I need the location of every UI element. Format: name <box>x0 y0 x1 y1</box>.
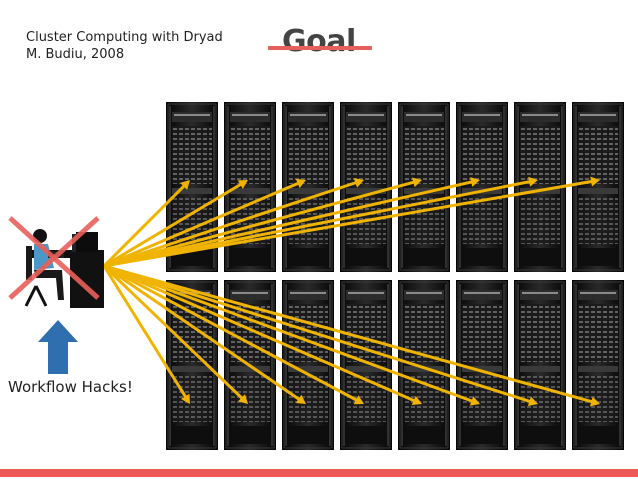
fanout-arrow-line <box>103 179 593 268</box>
fanout-arrow-line <box>102 265 188 399</box>
fanout-arrow-head <box>295 178 306 189</box>
fanout-arrow-head <box>469 396 480 406</box>
fanout-arrow-line <box>103 264 358 402</box>
fanout-arrow-head <box>470 177 480 187</box>
title-strikethrough <box>268 46 372 50</box>
fanout-arrow-head <box>238 394 248 404</box>
fanout-arrow-line <box>103 180 473 268</box>
fanout-arrow-head <box>590 176 600 187</box>
fanout-arrow-head <box>180 393 190 404</box>
server-rack-icon <box>513 279 567 451</box>
fanout-arrow-head <box>353 395 364 405</box>
fanout-arrow-head <box>527 396 538 407</box>
fanout-arrow-line <box>102 184 186 268</box>
fanout-arrow-line <box>103 264 593 404</box>
red-x-icon <box>8 216 100 300</box>
credit-title: Cluster Computing with Dryad <box>26 30 223 45</box>
fanout-arrow-line <box>103 181 300 268</box>
fanout-arrow-head <box>295 394 306 404</box>
fanout-arrow-line <box>103 180 415 268</box>
fanout-arrow-head <box>237 180 248 189</box>
fanout-arrow-line <box>103 264 474 403</box>
bottom-accent-bar <box>0 469 638 477</box>
fanout-arrow-head <box>411 395 422 406</box>
server-rack-icon <box>223 101 277 273</box>
server-rack-icon <box>397 279 451 451</box>
fanout-arrow-line <box>103 182 242 268</box>
fanout-arrow-head <box>180 180 190 190</box>
fanout-arrow-head <box>589 396 600 407</box>
fanout-arrow-line <box>102 264 244 400</box>
server-rack-row-2 <box>165 279 625 451</box>
slide-title: Goal <box>282 24 356 59</box>
fanout-arrow-line <box>103 181 357 268</box>
server-rack-icon <box>571 279 625 451</box>
server-rack-icon <box>339 101 393 273</box>
slide-credit: Cluster Computing with Dryad M. Budiu, 2… <box>26 29 223 63</box>
fanout-arrow-line <box>103 264 531 404</box>
fanout-arrow-line <box>103 180 531 268</box>
fanout-arrow-head <box>412 177 422 188</box>
up-arrow-icon <box>38 320 78 374</box>
server-rack-icon <box>397 101 451 273</box>
person-at-computer-icon <box>24 229 104 308</box>
fanout-arrow-line <box>103 264 301 401</box>
credit-author: M. Budiu, 2008 <box>26 47 125 62</box>
fanout-arrow-head <box>528 176 538 187</box>
fanout-arrow-line <box>103 264 416 403</box>
fanout-arrow-head <box>353 178 364 188</box>
server-rack-icon <box>339 279 393 451</box>
server-rack-icon <box>571 101 625 273</box>
workflow-hacks-label: Workflow Hacks! <box>8 378 133 396</box>
fanout-arrows <box>102 176 600 407</box>
